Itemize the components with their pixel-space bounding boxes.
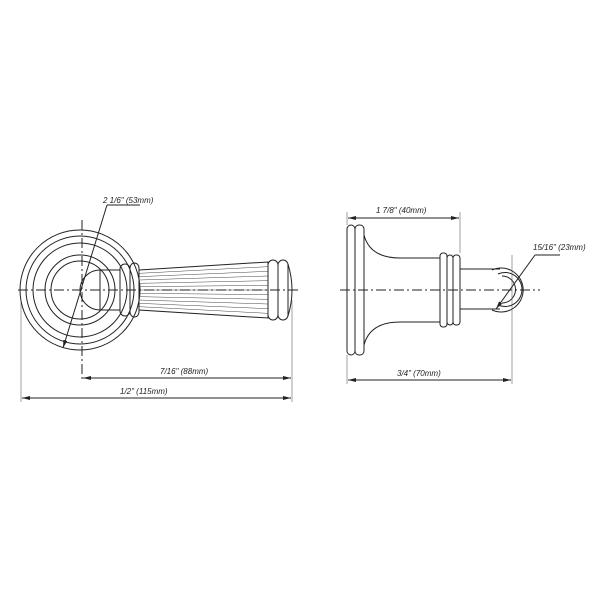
lever-flute-line: [138, 299, 269, 305]
rosette-diameter-dimension: 2 1/6" (53mm): [62, 196, 154, 349]
lever-flute-line: [138, 293, 269, 295]
rosette-diameter-label: 2 1/6" (53mm): [102, 196, 154, 205]
lever-flute-line: [138, 303, 269, 309]
lever-diameter-dimension: 15/16" (23mm): [495, 243, 586, 310]
overall-length-label: 1/2" (115mm): [120, 387, 168, 396]
lever-flute-line: [138, 266, 269, 274]
base-depth-label: 1 7/8" (40mm): [376, 206, 427, 215]
overall-length-dimension: 1/2" (115mm): [22, 387, 291, 400]
lever-flute-line: [138, 306, 269, 314]
overall-depth-label: 3/4" (70mm): [397, 369, 441, 378]
lever-flute-line: [138, 296, 269, 300]
lever-flute-line: [138, 280, 269, 284]
lever-flute-line: [138, 285, 269, 287]
projection-dimension: 7/16" (88mm): [20, 300, 293, 402]
lever-flute-line: [138, 271, 269, 277]
overall-depth-dimension: 3/4" (70mm): [346, 355, 511, 384]
lever-diameter-label: 15/16" (23mm): [533, 243, 586, 252]
projection-label: 7/16" (88mm): [160, 367, 209, 376]
base-depth-dimension: 1 7/8" (40mm): [346, 206, 461, 253]
lever-flute-line: [138, 275, 269, 281]
front-view-lever: [99, 259, 293, 321]
